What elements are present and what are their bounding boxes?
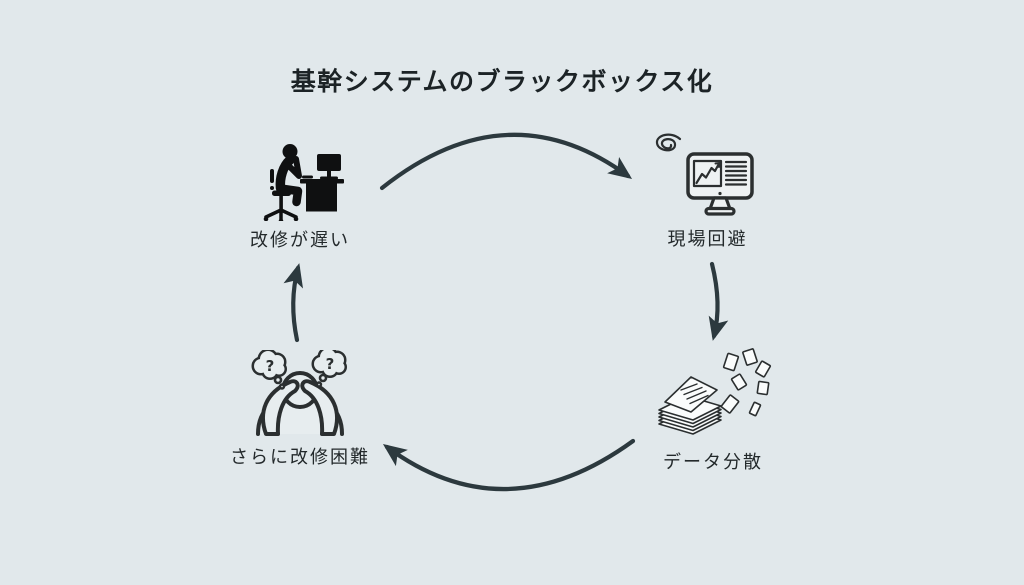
node-label: 改修が遅い <box>250 230 350 250</box>
node-harder-repair: ? ? <box>220 350 380 469</box>
node-label: 現場回避 <box>667 229 748 249</box>
diagram-title: 基幹システムのブラックボックス化 <box>290 68 714 96</box>
node-label: さらに改修困難 <box>230 447 370 467</box>
question-mark: ? <box>326 355 335 373</box>
node-slow-repair: 改修が遅い <box>225 136 375 252</box>
arrow-right <box>708 261 729 341</box>
node-label: データ分散 <box>663 452 763 472</box>
scattered-documents-icon <box>657 348 771 435</box>
monitor-with-chart-icon <box>685 152 754 216</box>
whirl-doodle-icon <box>655 133 681 152</box>
arrow-top <box>379 132 633 191</box>
confused-person-icon: ? ? <box>251 350 347 436</box>
node-field-avoidance: 現場回避 <box>630 132 785 251</box>
arrow-left <box>283 263 304 343</box>
node-data-dispersion: データ分散 <box>648 348 778 474</box>
arrow-bottom <box>382 438 636 492</box>
question-mark: ? <box>266 357 275 375</box>
person-working-at-desk-icon <box>263 144 344 221</box>
